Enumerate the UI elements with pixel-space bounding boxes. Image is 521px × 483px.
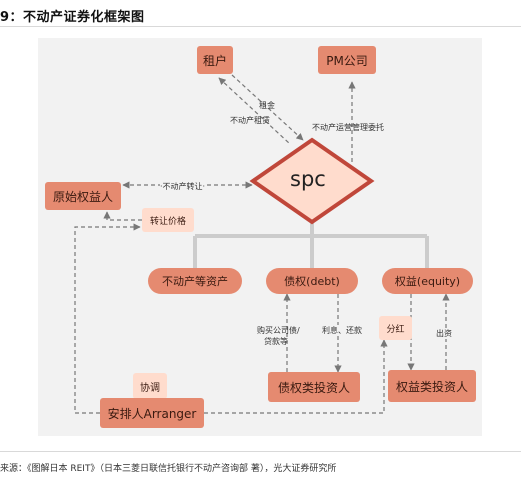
source-note: 来源：《图解日本 REIT》（日本三菱日联信托银行不动产咨询部 著），光大证券研…: [0, 464, 337, 474]
label-pm-trust: 不动产运营管理委托: [312, 123, 384, 132]
node-rent: 租户: [197, 46, 233, 74]
arrow-spc-rent: [231, 74, 304, 141]
arrow-rent-spc: [218, 77, 291, 145]
node-spc: spc: [290, 167, 326, 191]
node-pm: PM公司: [318, 46, 376, 74]
node-coordinate: 协调: [133, 373, 167, 399]
node-equity-investors: 权益类投资人: [388, 370, 476, 402]
label-invest: 出资: [436, 328, 452, 339]
source-divider: [0, 451, 521, 452]
label-lease: 不动产租赁: [230, 116, 270, 125]
label-rent: 租金: [259, 101, 275, 110]
node-equity: 权益(equity): [382, 268, 473, 294]
label-transfer: ·不动产转让·: [160, 181, 206, 192]
label-interest: 利息、还款: [322, 325, 362, 336]
spc-diamond: [249, 137, 375, 225]
node-debt: 债权(debt): [266, 268, 358, 294]
node-debt-investors: 债权类投资人: [268, 372, 360, 402]
node-original-owner: 原始权益人: [45, 182, 121, 210]
title-divider: [0, 26, 521, 27]
node-arranger: 安排人Arranger: [100, 398, 204, 428]
label-buy-bonds-1: 购买公司债/: [257, 326, 300, 335]
figure-title: 9：不动产证券化框架图: [0, 10, 145, 25]
node-transfer-price: 转让价格: [142, 208, 194, 232]
node-real-estate: 不动产等资产: [148, 268, 242, 294]
arrow-arranger-price: [74, 223, 141, 414]
spc-tree-connector: [193, 220, 429, 268]
node-dividend-box: 分红: [379, 316, 412, 340]
label-buy-bonds-2: 贷款等: [264, 337, 288, 346]
arrow-arranger-dividend: [204, 339, 388, 414]
